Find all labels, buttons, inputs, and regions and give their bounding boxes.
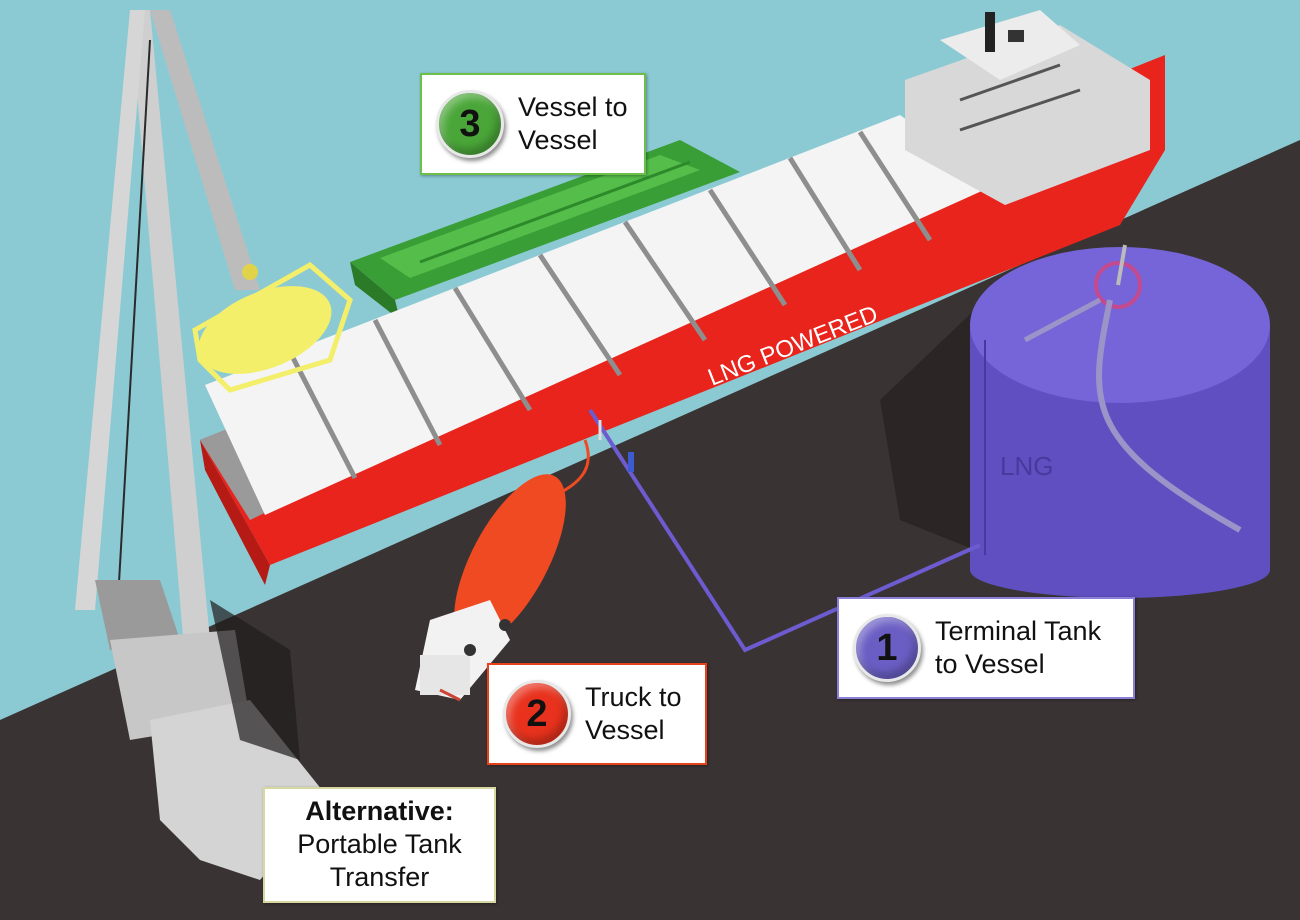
- lng-truck: [415, 439, 590, 702]
- ship-deck: [205, 115, 995, 515]
- callout-1-line2: to Vessel: [935, 649, 1045, 679]
- callout-2-label: Truck to Vessel: [585, 681, 682, 747]
- terminal-pipeline: [588, 408, 981, 653]
- callout-vessel-to-vessel: 3 Vessel to Vessel: [420, 73, 646, 175]
- alternative-line1: Portable Tank: [297, 829, 462, 859]
- callout-3-label: Vessel to Vessel: [518, 91, 628, 157]
- badge-3: 3: [436, 90, 504, 158]
- callout-1-label: Terminal Tank to Vessel: [935, 615, 1101, 681]
- ship-bridge: [905, 25, 1150, 205]
- callout-terminal-to-vessel: 1 Terminal Tank to Vessel: [837, 597, 1135, 699]
- badge-2: 2: [503, 680, 571, 748]
- badge-1: 1: [853, 614, 921, 682]
- alternative-line2: Transfer: [329, 862, 430, 892]
- callout-3-line1: Vessel to: [518, 92, 628, 122]
- callout-2-line2: Vessel: [585, 715, 665, 745]
- lng-ship: [200, 10, 1165, 585]
- callout-alternative: Alternative: Portable Tank Transfer: [263, 787, 496, 903]
- terminal-tank-text: LNG: [1000, 451, 1053, 481]
- alternative-heading: Alternative:: [305, 796, 454, 826]
- portable-tank: [192, 261, 353, 393]
- terminal-tank: LNG: [970, 244, 1270, 598]
- callout-truck-to-vessel: 2 Truck to Vessel: [487, 663, 707, 765]
- callout-2-line1: Truck to: [585, 682, 682, 712]
- callout-1-line1: Terminal Tank: [935, 616, 1102, 646]
- lng-barge: [350, 140, 740, 320]
- callout-3-line2: Vessel: [518, 125, 598, 155]
